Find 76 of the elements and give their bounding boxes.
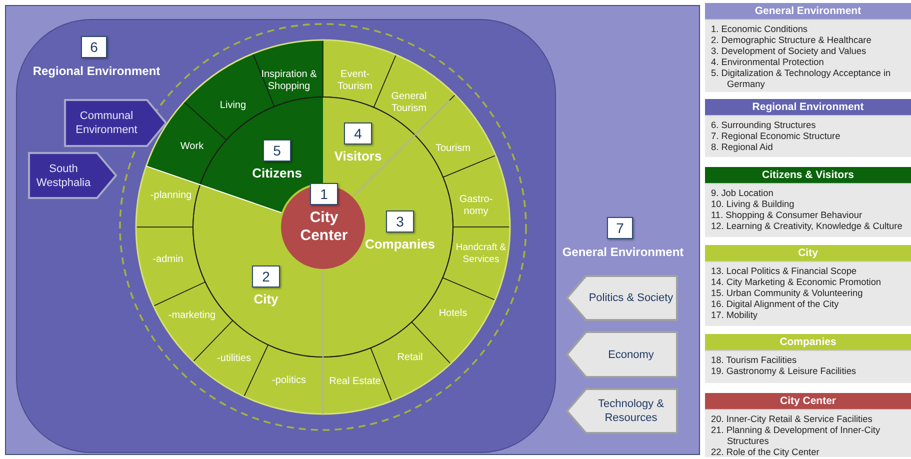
list-item: 5. Digitalization & Technology Acceptance in Germany [710, 68, 892, 90]
panel-heading: Regional Environment [705, 99, 911, 116]
region-panel [16, 19, 556, 453]
segment-label: -politics [272, 375, 306, 387]
segment-label: Handcraft & Services [455, 242, 507, 266]
list-item: 22. Role of the City Center [710, 447, 820, 458]
panel-heading: City [705, 245, 911, 262]
info-panel [705, 245, 911, 326]
segment-label: Companies [364, 236, 436, 252]
segment-label: General Tourism [390, 91, 428, 115]
panel-heading: General Environment [705, 3, 911, 20]
segment-label: Inspiration & Shopping [260, 69, 318, 93]
segment-label: -marketing [168, 310, 216, 322]
list-item: 19. Gastronomy & Leisure Facilities [710, 366, 858, 377]
arrow-label: Communal Environment [74, 109, 138, 137]
list-item: 21. Planning & Development of Inner-City Structures [710, 425, 882, 447]
segment-label: City [254, 292, 278, 306]
outer-panel [5, 5, 700, 455]
callout-number: 6 [81, 36, 107, 58]
segment-label: City Center [299, 209, 349, 245]
list-item: 6. Surrounding Structures [710, 120, 817, 131]
segment-label: Event- Tourism [336, 69, 374, 93]
segment-label: Retail [397, 352, 423, 364]
segment-label: Real Estate [329, 376, 381, 388]
segment-label: -admin [152, 254, 184, 266]
list-item: 8. Regional Aid [710, 142, 774, 153]
list-item: 20. Inner-City Retail & Service Facilities [710, 414, 874, 425]
panel-heading: City Center [705, 393, 911, 410]
segment-label: Tourism [435, 143, 470, 155]
list-item: 15. Urban Community & Volunteering [710, 288, 864, 299]
segment-label: Gastro- nomy [458, 194, 494, 218]
list-item: 13. Local Politics & Financial Scope [710, 266, 858, 277]
list-item: 4. Environmental Protection [710, 57, 825, 68]
list-item: 2. Demographic Structure & Healthcare [710, 35, 872, 46]
list-item: 10. Living & Building [710, 199, 796, 210]
info-panel [705, 393, 911, 457]
pointer-tag [566, 275, 678, 321]
info-panel [705, 334, 911, 383]
segment-label: -planning [150, 190, 192, 202]
segment-label: Visitors [334, 148, 382, 164]
list-item: 1. Economic Conditions [710, 24, 809, 35]
list-item: 16. Digital Alignment of the City [710, 299, 840, 310]
arrow-label: Politics & Society [588, 291, 674, 305]
pointer-tag [64, 99, 167, 147]
arrow-label: South Westphalia [35, 162, 92, 190]
callout-number: 5 [263, 140, 291, 162]
segment-label: Hotels [438, 308, 468, 320]
panel-heading: Companies [705, 334, 911, 351]
list-item: 17. Mobility [710, 310, 758, 321]
callout-number: 7 [607, 217, 633, 239]
list-item: 14. City Marketing & Economic Promotion [710, 277, 882, 288]
info-panel [705, 3, 911, 92]
list-item: 3. Development of Society and Values [710, 46, 868, 57]
segment-label: Living [220, 100, 246, 112]
arrow-label: Economy [608, 348, 654, 362]
pointer-tag [28, 152, 117, 199]
pointer-tag [566, 388, 678, 434]
list-item: 12. Learning & Creativity, Knowledge & Culture [710, 221, 904, 232]
list-item: 7. Regional Economic Structure [710, 131, 842, 142]
arrow-label: Technology & Resources [596, 397, 666, 425]
info-panel [705, 167, 911, 237]
segment-label: Citizens [252, 166, 302, 180]
region-title: Regional Environment [32, 64, 162, 79]
list-item: 18. Tourism Facilities [710, 355, 798, 366]
pointer-tag [566, 331, 678, 378]
info-panel [705, 99, 911, 157]
list-item: 11. Shopping & Consumer Behaviour [710, 210, 864, 221]
callout-number: 3 [386, 210, 414, 232]
segment-label: -utilities [217, 353, 251, 365]
list-item: 9. Job Location [710, 188, 774, 199]
segment-label: Work [180, 141, 204, 153]
panel-heading: Citizens & Visitors [705, 167, 911, 184]
callout-number: 2 [252, 266, 280, 288]
callout-number: 1 [310, 183, 338, 205]
region-title: General Environment [561, 245, 685, 260]
callout-number: 4 [344, 122, 372, 144]
